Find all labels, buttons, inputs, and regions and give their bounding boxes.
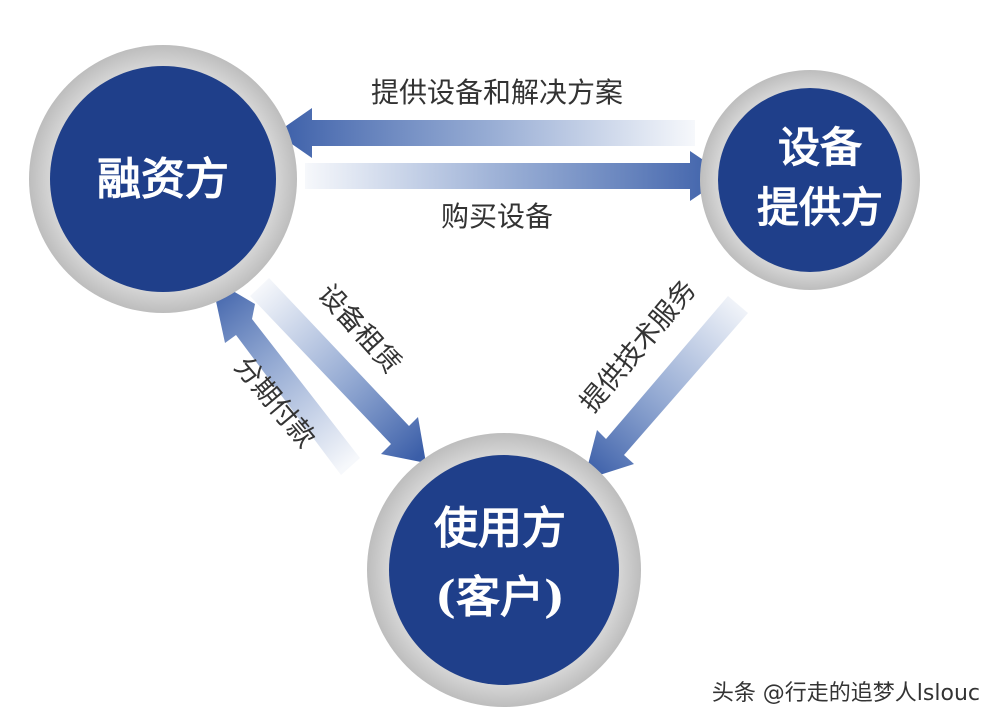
arrow-equipment-lease: [250, 278, 426, 463]
label-supply-solutions: 提供设备和解决方案: [371, 76, 623, 109]
label-purchase-equipment: 购买设备: [441, 200, 553, 233]
node-financier: 融资方: [29, 45, 297, 313]
node-supplier-label-line1: 设备: [778, 123, 863, 172]
node-financier-label: 融资方: [97, 154, 229, 205]
node-user-label-line2: (客户): [435, 572, 565, 623]
watermark: 头条 @行走的追梦人lslouc: [712, 681, 980, 706]
node-user: 使用方 (客户): [367, 433, 641, 707]
arrow-installment-payment: [211, 278, 360, 475]
arrow-tech-service: [584, 296, 748, 480]
node-user-label-line1: 使用方: [434, 503, 566, 554]
node-supplier: 设备 提供方: [700, 70, 920, 290]
node-supplier-label-line2: 提供方: [757, 183, 883, 232]
label-tech-service: 提供技术服务: [575, 275, 703, 419]
arrow-supply-solutions: [276, 108, 695, 158]
arrow-purchase-equipment: [305, 151, 727, 201]
